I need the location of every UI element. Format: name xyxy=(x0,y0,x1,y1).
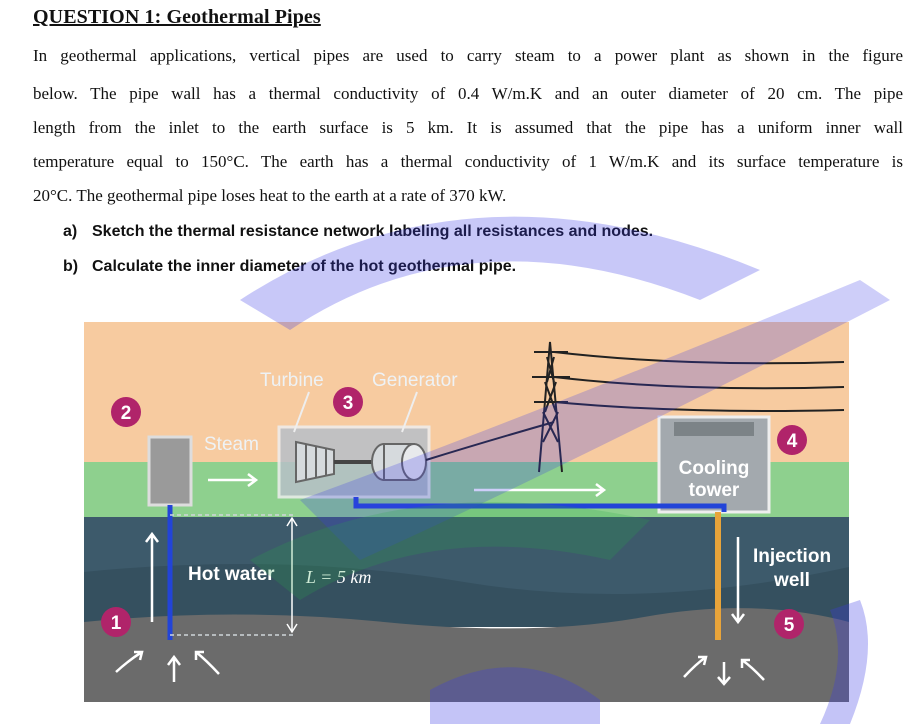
water-layer-shade xyxy=(84,564,849,627)
rock-layer xyxy=(84,608,849,702)
paragraph-line-5: 20°C. The geothermal pipe loses heat to … xyxy=(33,186,507,205)
turbine-pointer xyxy=(293,391,310,433)
part-b-label: b) xyxy=(63,258,79,275)
power-wire xyxy=(553,376,845,390)
cooling-tower-vents xyxy=(674,422,754,436)
part-b-text: Calculate the inner diameter of the hot … xyxy=(92,258,517,275)
cooling-tower-label-line1: Cooling xyxy=(679,458,750,479)
length-label: L = 5 km xyxy=(305,567,371,587)
injection-well-label-line1: Injection xyxy=(753,546,831,567)
length-dimension xyxy=(286,516,298,634)
generator-cable xyxy=(425,421,555,461)
hot-water-label: Hot water xyxy=(188,564,275,585)
generator-pointer xyxy=(401,391,418,433)
marker-5: 5 xyxy=(774,609,804,639)
paragraph-line-3: length from the inlet to the earth surfa… xyxy=(33,118,903,137)
surface-pipe xyxy=(353,497,727,512)
svg-text:1: 1 xyxy=(111,613,122,634)
part-a-text: Sketch the thermal resistance network la… xyxy=(92,223,654,240)
paragraph-line-1: In geothermal applications, vertical pip… xyxy=(33,46,903,65)
paragraph-line-2: below. The pipe wall has a thermal condu… xyxy=(33,84,903,103)
part-a-label: a) xyxy=(63,223,78,240)
marker-2: 2 xyxy=(111,397,141,427)
turbine-label: Turbine xyxy=(260,370,324,391)
generator-icon xyxy=(371,443,427,481)
svg-text:4: 4 xyxy=(787,431,798,452)
marker-4: 4 xyxy=(777,425,807,455)
part-b: b) Calculate the inner diameter of the ho… xyxy=(63,258,516,276)
turbine-icon xyxy=(295,440,335,484)
flow-arrows xyxy=(115,473,765,686)
transmission-tower-icon xyxy=(532,341,570,473)
geothermal-plant-figure: Turbine Generator Steam Cooling tower In… xyxy=(84,322,849,702)
generator-label: Generator xyxy=(372,370,458,391)
paragraph-line-4: temperature equal to 150°C. The earth ha… xyxy=(33,152,903,171)
marker-1: 1 xyxy=(101,607,131,637)
part-a: a) Sketch the thermal resistance network … xyxy=(63,223,653,241)
injection-well-label-line2: well xyxy=(773,570,810,591)
steam-label: Steam xyxy=(204,434,259,455)
svg-text:2: 2 xyxy=(121,403,132,424)
svg-text:3: 3 xyxy=(343,393,354,414)
question-title: QUESTION 1: Geothermal Pipes xyxy=(33,6,321,28)
power-wire xyxy=(553,401,845,412)
power-wire xyxy=(553,351,845,365)
marker-3: 3 xyxy=(333,387,363,417)
wellhead-building xyxy=(147,435,193,507)
svg-text:5: 5 xyxy=(784,615,795,636)
cooling-tower-label-line2: tower xyxy=(689,480,740,501)
